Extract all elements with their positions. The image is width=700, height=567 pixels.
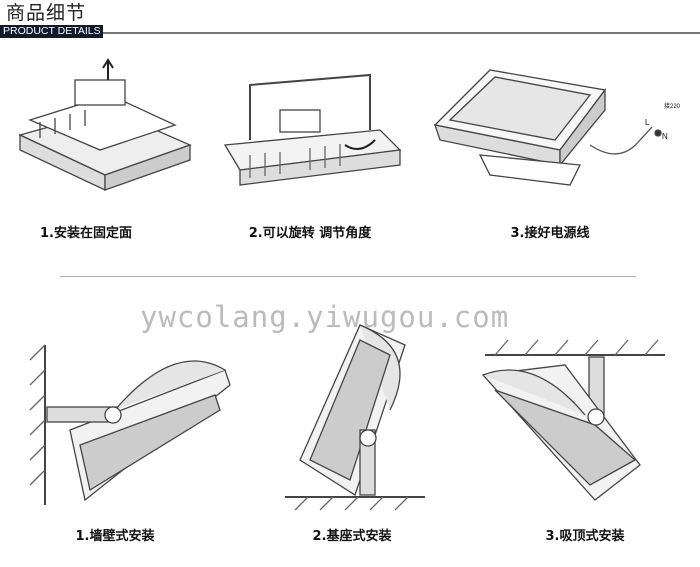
section-divider — [60, 276, 636, 277]
wire-live-label: L — [645, 118, 650, 127]
illustration-connect-power — [433, 69, 662, 186]
mount-caption-ceiling: 3.吸顶式安装 — [545, 529, 625, 544]
mount-caption-base: 2.基座式安装 — [312, 529, 392, 544]
page-title: 商品细节 — [6, 2, 87, 24]
step-caption-3: 3.接好电源线 — [510, 226, 590, 241]
step-caption-1: 1.安装在固定面 — [40, 226, 132, 241]
illustration-rotate-adjust — [223, 73, 402, 186]
watermark: ywcolang.yiwugou.com — [140, 300, 510, 334]
illustration-wall-mount — [29, 344, 231, 505]
mount-caption-wall: 1.墙壁式安装 — [75, 529, 155, 544]
section-banner: PRODUCT DETAILS — [0, 25, 103, 38]
illustration-ceiling-mount — [481, 339, 665, 501]
illustration-base-mount — [285, 324, 425, 511]
wire-voltage-note: 接220 — [664, 104, 681, 110]
illustration-fixed-surface — [18, 58, 192, 192]
header-rule — [103, 32, 700, 34]
wire-neutral-label: N — [662, 132, 668, 141]
step-caption-2: 2.可以旋转 调节角度 — [248, 226, 372, 241]
